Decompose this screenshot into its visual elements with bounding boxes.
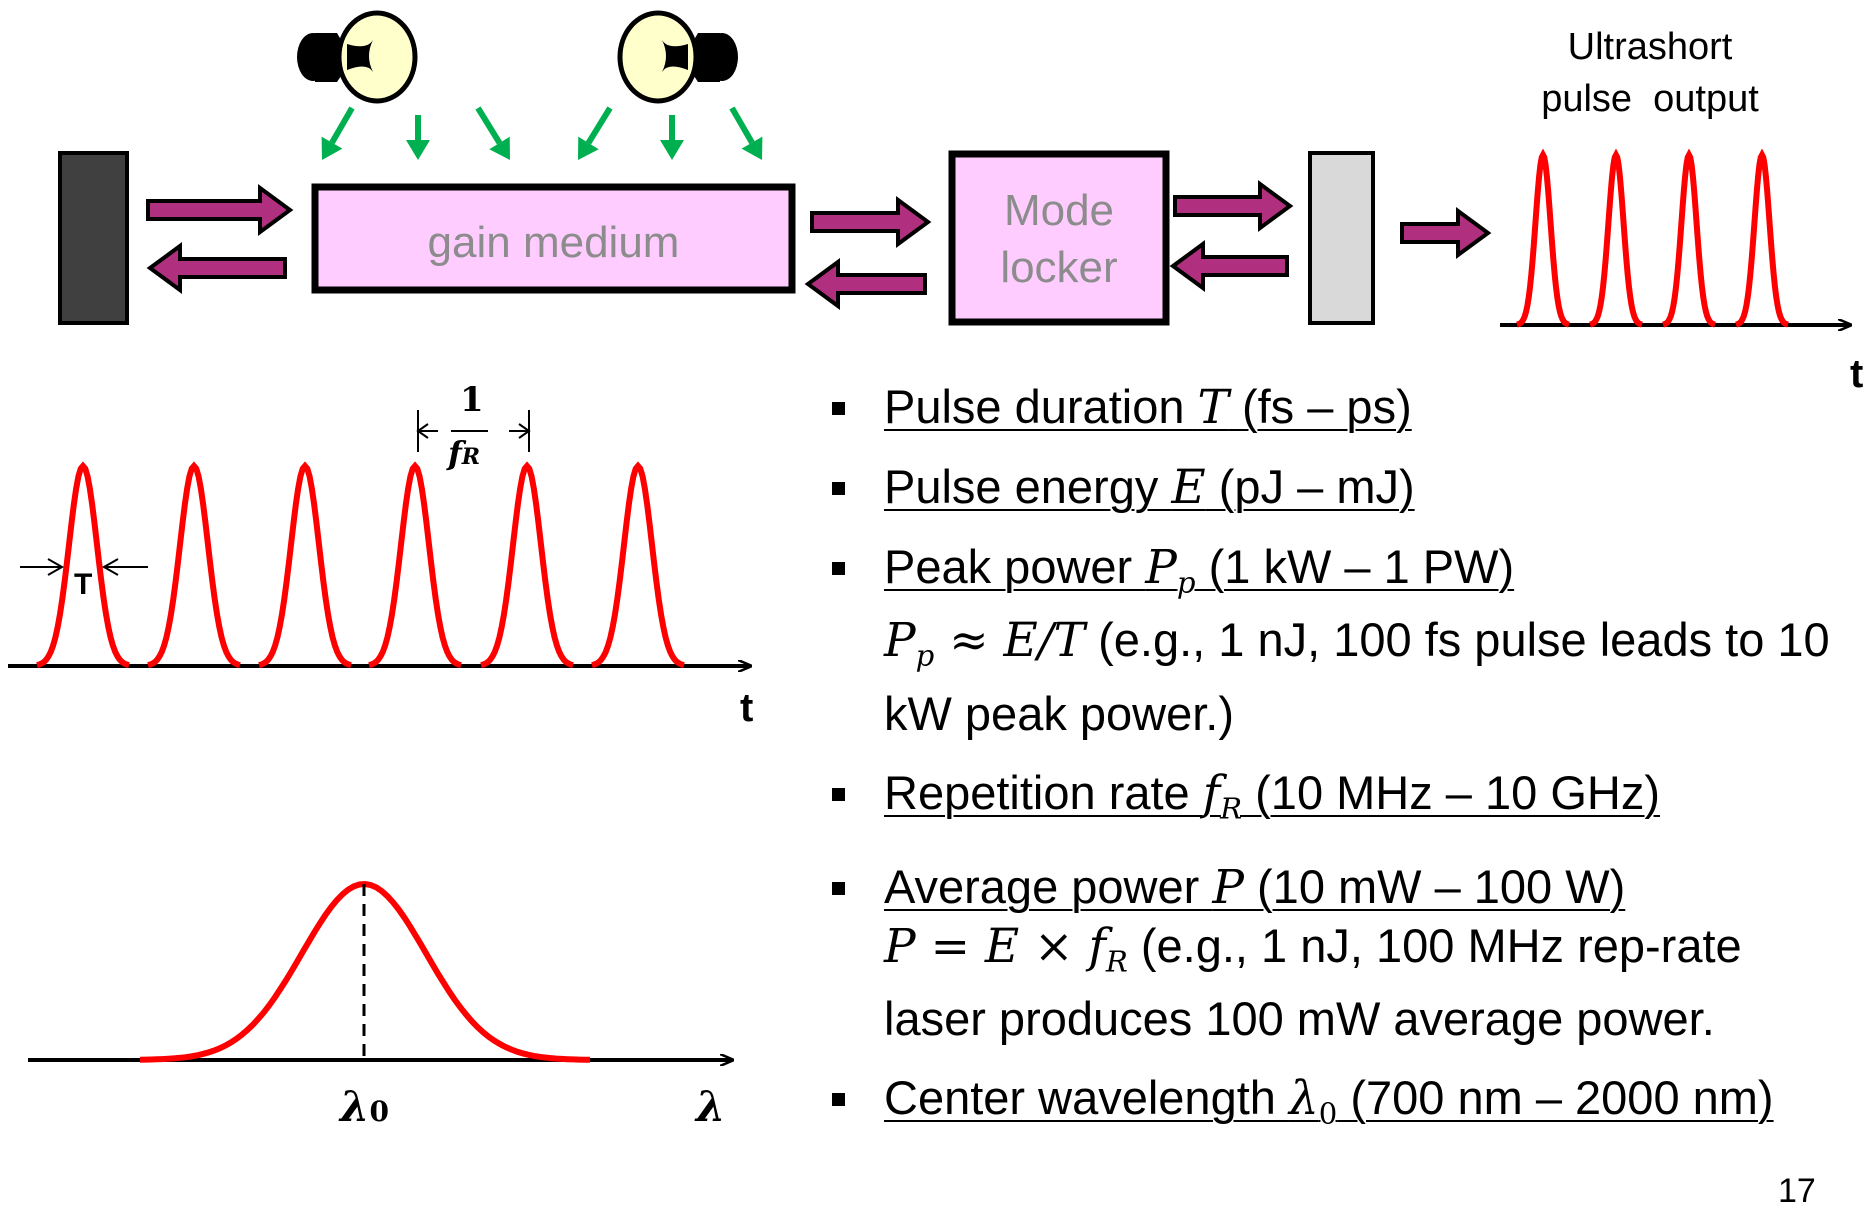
page-number: 17 — [1778, 1172, 1816, 1210]
bullet-peak-power: Peak power Pp (1 kW – 1 PW) Pp ≈ E/T (e.… — [822, 538, 1832, 743]
back-mirror — [58, 151, 129, 325]
pulse-width-label: T — [74, 568, 93, 601]
pulse-train-plot — [8, 410, 750, 666]
bullet-center-wavelength: Center wavelength λ0 (700 nm – 2000 nm) — [822, 1069, 1832, 1142]
pump-arrow — [475, 106, 510, 160]
beam-arrow-right — [810, 196, 932, 248]
period-numerator: 1 — [460, 380, 484, 420]
mode-locker-label-2: locker — [1000, 243, 1118, 292]
beam-arrow-left — [1169, 240, 1289, 292]
bullet-average-power: Average power P (10 mW – 100 W) P = E × … — [822, 858, 1832, 1048]
pump-arrow — [729, 106, 763, 160]
bullet-pulse-energy: Pulse energy E (pJ – mJ) — [822, 458, 1832, 517]
beam-arrow-left — [804, 258, 927, 310]
laser-cavity — [58, 10, 1492, 326]
output-beam-arrow — [1400, 207, 1492, 259]
period-marker — [416, 410, 531, 452]
laser-parameter-list: Pulse duration T (fs – ps) Pulse energy … — [822, 378, 1832, 1164]
gain-medium-label: gain medium — [427, 218, 680, 267]
beam-arrows — [146, 180, 1492, 310]
period-denominator: fR — [448, 434, 481, 472]
bullet-repetition-rate: Repetition rate fR (10 MHz – 10 GHz) — [822, 764, 1832, 837]
mode-locker-box — [948, 150, 1170, 326]
pump-arrow — [660, 115, 684, 160]
center-wavelength-label: λ0 — [340, 1082, 389, 1131]
gain-medium-box — [311, 183, 796, 294]
pulse-train-axis-label: t — [740, 686, 754, 730]
pump-arrow — [321, 106, 355, 160]
pump-arrows — [321, 106, 763, 160]
output-label-2: pulse output — [1541, 78, 1759, 120]
output-pulses — [1500, 148, 1850, 325]
spectrum-axis-label: λ — [696, 1082, 726, 1131]
beam-arrow-right — [146, 184, 294, 236]
pump-arrow — [578, 106, 613, 160]
pump-arrow — [406, 115, 430, 160]
output-label-1: Ultrashort — [1567, 26, 1733, 68]
lamp-icon — [297, 10, 738, 104]
beam-arrow-right — [1173, 180, 1294, 232]
bullet-pulse-duration: Pulse duration T (fs – ps) — [822, 378, 1832, 437]
output-coupler-mirror — [1308, 151, 1375, 325]
width-marker — [20, 558, 148, 576]
spectrum-plot — [28, 880, 732, 1060]
output-axis-label: t — [1850, 352, 1864, 396]
mode-locker-label-1: Mode — [1003, 186, 1115, 235]
beam-arrow-left — [146, 242, 287, 294]
